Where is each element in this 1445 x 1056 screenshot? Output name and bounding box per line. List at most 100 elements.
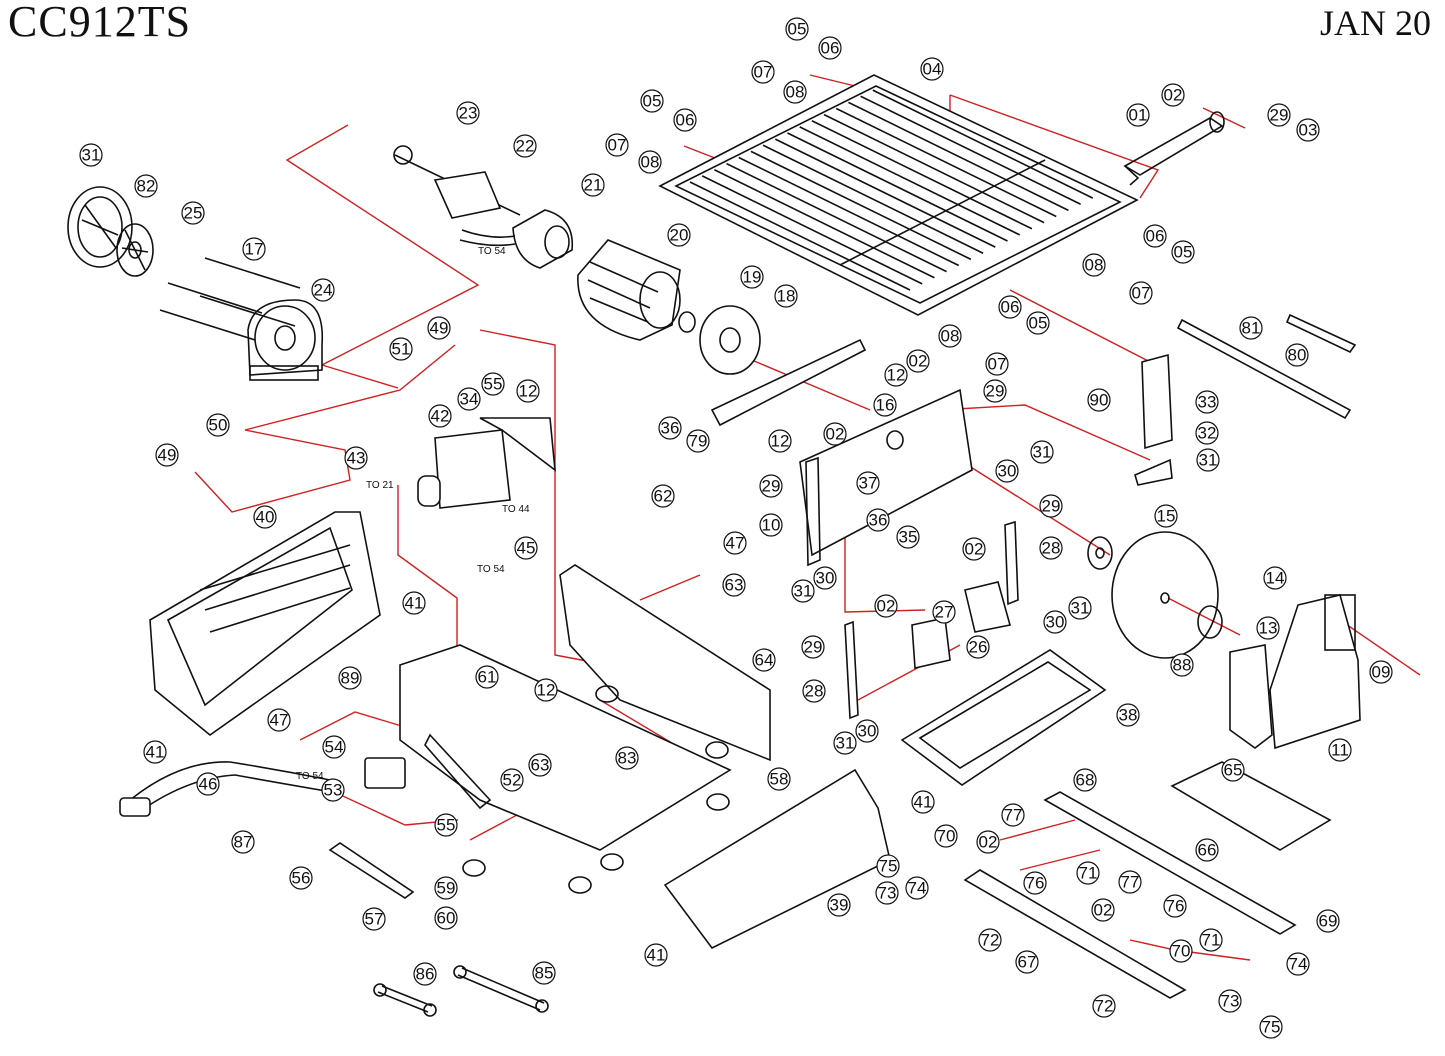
splitter-bar-part-79 <box>710 338 867 427</box>
svg-text:29: 29 <box>1042 497 1061 516</box>
svg-text:83: 83 <box>618 749 637 768</box>
callout-c36: 51 <box>389 337 413 361</box>
parts-artwork <box>67 74 1361 1017</box>
svg-text:02: 02 <box>909 352 928 371</box>
bearing-part-19 <box>678 311 696 333</box>
callout-c133: 85 <box>532 961 556 985</box>
callout-c111: 66 <box>1195 838 1219 862</box>
miter-scale-part-80 <box>1285 313 1357 354</box>
svg-text:68: 68 <box>1076 771 1095 790</box>
callout-c129: 67 <box>1015 950 1039 974</box>
table-slat <box>835 107 1057 218</box>
svg-text:29: 29 <box>762 477 781 496</box>
callout-c46: 50 <box>206 413 230 437</box>
svg-text:25: 25 <box>184 204 203 223</box>
callout-c40: 42 <box>428 404 452 428</box>
svg-text:26: 26 <box>969 638 988 657</box>
tilt-plate-part-10 <box>799 388 973 567</box>
callout-c49: 16 <box>873 393 897 417</box>
callout-c84: 88 <box>1170 653 1194 677</box>
svg-text:05: 05 <box>1174 243 1193 262</box>
svg-text:62: 62 <box>654 487 673 506</box>
callout-c22: 24 <box>311 278 335 302</box>
svg-text:38: 38 <box>1119 706 1138 725</box>
saw-blade <box>1111 531 1219 659</box>
callout-c2: 06 <box>818 36 842 60</box>
table-slat <box>860 95 1081 205</box>
callout-c83: 64 <box>752 648 776 672</box>
svg-text:41: 41 <box>146 743 165 762</box>
miter-gauge-part-65 <box>1170 761 1332 851</box>
svg-text:31: 31 <box>1199 451 1218 470</box>
svg-text:82: 82 <box>137 177 156 196</box>
svg-text:43: 43 <box>347 449 366 468</box>
svg-text:63: 63 <box>725 576 744 595</box>
svg-text:56: 56 <box>292 869 311 888</box>
svg-text:08: 08 <box>941 327 960 346</box>
svg-text:41: 41 <box>647 946 666 965</box>
table-slat <box>799 126 1021 236</box>
callout-c68: 47 <box>723 531 747 555</box>
blade-flange-part-14 <box>1197 605 1223 639</box>
svg-text:29: 29 <box>1270 106 1289 125</box>
svg-text:01: 01 <box>1129 106 1148 125</box>
svg-text:05: 05 <box>1029 314 1048 333</box>
svg-text:31: 31 <box>836 734 855 753</box>
svg-text:88: 88 <box>1173 656 1192 675</box>
callout-c73: 63 <box>722 573 746 597</box>
callout-c5: 04 <box>920 57 944 81</box>
callout-c23: 19 <box>740 265 764 289</box>
callout-c105: 55 <box>434 813 458 837</box>
table-slat <box>714 169 935 279</box>
callout-c109: 70 <box>934 824 958 848</box>
svg-text:12: 12 <box>887 366 906 385</box>
svg-text:06: 06 <box>1146 227 1165 246</box>
callout-c52: 32 <box>1195 421 1219 445</box>
callout-c45: 33 <box>1195 390 1219 414</box>
callout-c34: 80 <box>1285 343 1309 367</box>
svg-text:89: 89 <box>341 669 360 688</box>
table-slat <box>689 181 911 291</box>
callout-c20: 20 <box>667 223 691 247</box>
svg-text:63: 63 <box>531 756 550 775</box>
svg-text:31: 31 <box>82 146 101 165</box>
svg-text:30: 30 <box>816 569 835 588</box>
svg-text:28: 28 <box>805 682 824 701</box>
svg-text:08: 08 <box>1085 256 1104 275</box>
svg-text:74: 74 <box>1289 955 1308 974</box>
svg-text:02: 02 <box>965 540 984 559</box>
callout-c90: 47 <box>267 708 291 732</box>
svg-text:72: 72 <box>981 931 1000 950</box>
end-bell-part-18 <box>699 305 761 375</box>
svg-text:41: 41 <box>914 793 933 812</box>
callout-c7: 06 <box>673 108 697 132</box>
callout-c136: 75 <box>1259 1015 1283 1039</box>
wire-label: TO 54 <box>478 246 506 257</box>
callout-c60: 40 <box>253 505 277 529</box>
svg-text:60: 60 <box>437 909 456 928</box>
callout-c21: 17 <box>242 237 266 261</box>
post-part-28-upper <box>1004 520 1019 606</box>
svg-text:77: 77 <box>1121 873 1140 892</box>
svg-text:67: 67 <box>1018 953 1037 972</box>
svg-text:08: 08 <box>786 83 805 102</box>
svg-text:52: 52 <box>503 771 522 790</box>
callout-c100: 53 <box>321 778 345 802</box>
svg-text:49: 49 <box>430 319 449 338</box>
svg-text:04: 04 <box>923 60 942 79</box>
svg-text:85: 85 <box>535 964 554 983</box>
svg-text:36: 36 <box>869 511 888 530</box>
wire-label: TO 21 <box>366 480 394 491</box>
callout-c74: 30 <box>813 566 837 590</box>
callout-c112: 75 <box>876 854 900 878</box>
callout-c96: 54 <box>322 735 346 759</box>
motor-body-part-20 <box>577 239 681 341</box>
callout-c26: 05 <box>1171 240 1195 264</box>
callout-c41: 02 <box>906 349 930 373</box>
svg-text:16: 16 <box>876 396 895 415</box>
callout-c78: 31 <box>1068 596 1092 620</box>
svg-text:81: 81 <box>1242 319 1261 338</box>
callout-c1: 05 <box>785 17 809 41</box>
table-slat <box>738 156 960 267</box>
